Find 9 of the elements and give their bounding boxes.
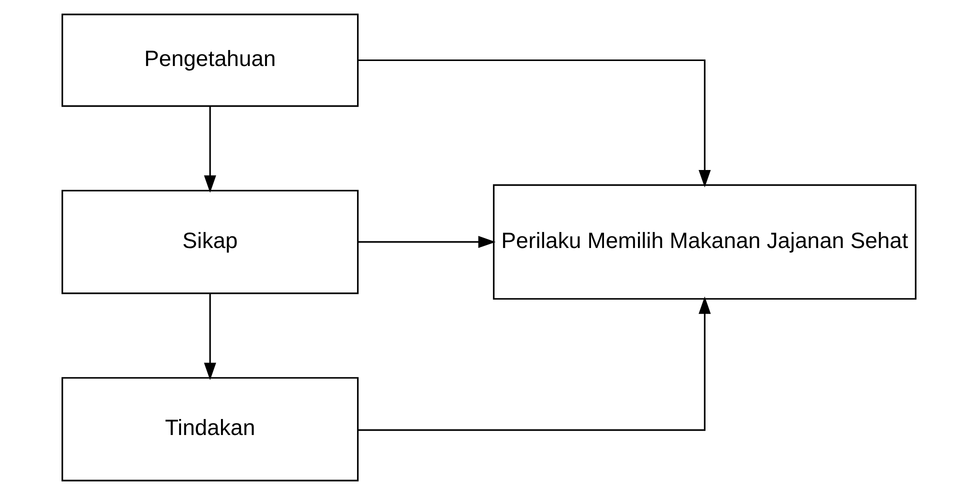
node-box: Perilaku Memilih Makanan Jajanan Sehat [492,184,916,300]
arrow [358,296,710,431]
arrow [358,236,496,248]
arrow [358,59,710,188]
node-box: Sikap [61,190,358,294]
node-box: Pengetahuan [61,14,358,107]
arrow [203,294,216,380]
arrow [203,106,216,193]
node-box: Tindakan [61,377,358,482]
